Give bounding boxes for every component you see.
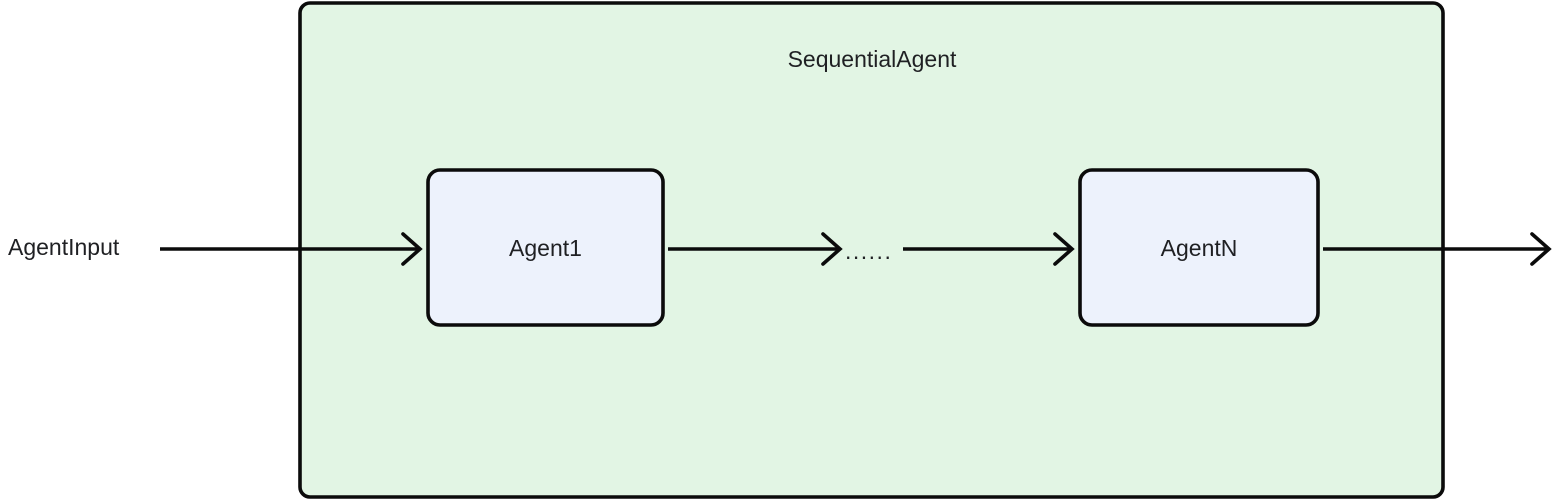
ellipsis-label: ...... — [845, 238, 892, 264]
edge-input-to-agent1 — [160, 232, 423, 266]
node-agentn-box[interactable] — [1078, 168, 1320, 327]
sequential-agent-group-title: SequentialAgent — [788, 46, 957, 72]
node-agent1-box[interactable] — [426, 168, 665, 327]
arrowhead-icon — [821, 232, 843, 266]
arrowhead-icon — [1053, 232, 1075, 266]
arrowhead-icon — [401, 232, 423, 266]
arrowhead-icon — [1530, 232, 1552, 266]
edge-agentn-to-output — [1323, 232, 1552, 266]
agent-input-label: AgentInput — [8, 234, 120, 260]
node-agent1-label: Agent1 — [509, 235, 582, 261]
edge-ellipsis-to-agentn — [903, 232, 1075, 266]
edge-agent1-to-ellipsis — [668, 232, 843, 266]
node-agentn-label: AgentN — [1161, 235, 1238, 261]
